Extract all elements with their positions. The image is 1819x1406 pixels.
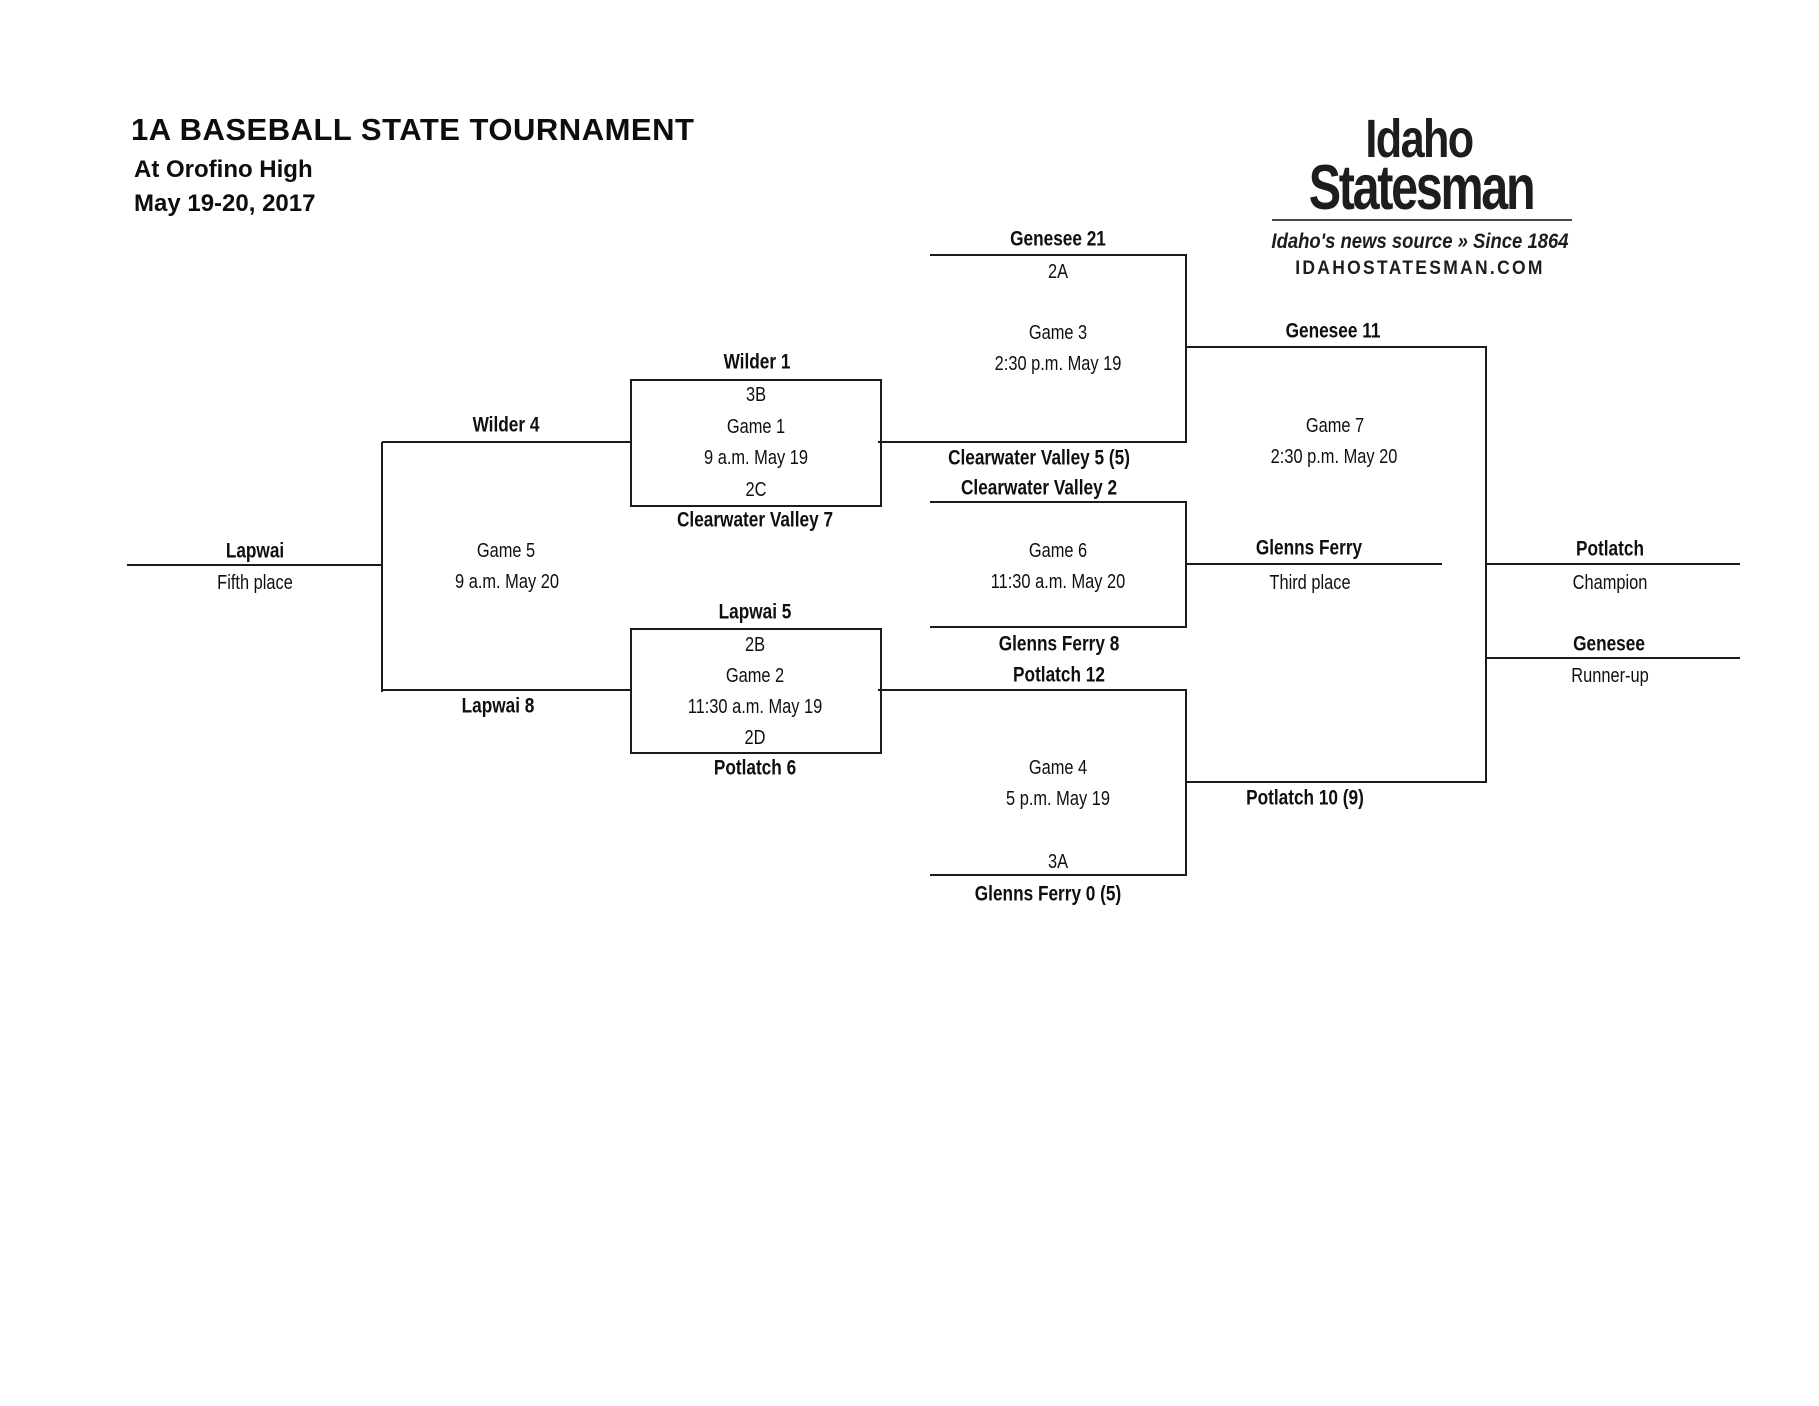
game2-time-label: 11:30 a.m. May 19: [687, 696, 823, 718]
game3-time-label: 2:30 p.m. May 19: [994, 353, 1122, 375]
game3-winner-label: Genesee 11: [1285, 319, 1381, 343]
game5-top-line: [382, 441, 632, 443]
fifth-place-label: Fifth place: [217, 572, 293, 594]
third-place-winner-label: Glenns Ferry: [1255, 536, 1363, 560]
runner-up-team-label: Genesee: [1573, 632, 1645, 656]
page-dates: May 19-20, 2017: [134, 190, 316, 217]
game4-top-team-label: Potlatch 12: [1013, 663, 1105, 687]
game4-name-label: Game 4: [1028, 757, 1088, 779]
game4-winner-label: Potlatch 10 (9): [1246, 786, 1364, 810]
game3-bottom-line: [878, 441, 1187, 443]
page-title: 1A BASEBALL STATE TOURNAMENT: [131, 112, 695, 147]
game4-bottom-seed-label: 3A: [1047, 851, 1069, 873]
game3-top-line: [930, 254, 1187, 256]
game4-top-line: [878, 689, 1187, 691]
champion-team-label: Potlatch: [1576, 537, 1644, 561]
game1-top-seed-label: 3B: [745, 384, 767, 406]
game2-top-seed-label: 2B: [744, 634, 766, 656]
game1-bottom-team-label: Clearwater Valley 7: [676, 508, 834, 532]
game5-time-label: 9 a.m. May 20: [455, 571, 559, 593]
logo-idaho-wordmark: Idaho: [1365, 109, 1474, 169]
game3-bottom-team-label: Clearwater Valley 5 (5): [948, 446, 1130, 470]
game2-name-label: Game 2: [725, 665, 785, 687]
game6-time-label: 11:30 a.m. May 20: [990, 571, 1126, 593]
champion-line: [1485, 563, 1740, 565]
logo-website: IDAHOSTATESMAN.COM: [1295, 258, 1545, 279]
game6-bottom-team-label: Glenns Ferry 8: [998, 632, 1120, 656]
logo-tagline: Idaho's news source » Since 1864: [1271, 230, 1569, 253]
game5-bracket-vertical: [381, 442, 383, 692]
fifth-place-winner-label: Lapwai: [225, 539, 285, 563]
game4-bottom-team-label: Glenns Ferry 0 (5): [974, 882, 1122, 906]
game4-bottom-line: [930, 874, 1187, 876]
champion-label: Champion: [1572, 572, 1648, 594]
game6-name-label: Game 6: [1028, 540, 1088, 562]
game3-winner-line: [1185, 346, 1485, 348]
game5-top-team-label: Wilder 4: [472, 413, 540, 437]
game1-bottom-seed-label: 2C: [745, 479, 767, 501]
game6-top-line: [930, 501, 1187, 503]
game2-bottom-seed-label: 2D: [744, 727, 766, 749]
game1-top-team-label: Wilder 1: [723, 350, 791, 374]
game2-bottom-team-label: Potlatch 6: [713, 756, 797, 780]
game6-top-team-label: Clearwater Valley 2: [960, 476, 1118, 500]
runner-up-line: [1485, 657, 1740, 659]
game2-top-team-label: Lapwai 5: [718, 600, 792, 624]
third-place-label: Third place: [1269, 572, 1351, 594]
page-venue: At Orofino High: [134, 156, 313, 183]
game4-winner-line: [1185, 781, 1485, 783]
game3-top-seed-label: 2A: [1047, 261, 1069, 283]
game5-name-label: Game 5: [476, 540, 536, 562]
game3-name-label: Game 3: [1028, 322, 1088, 344]
game7-name-label: Game 7: [1305, 415, 1365, 437]
game5-bottom-team-label: Lapwai 8: [461, 694, 535, 718]
game2-box: [630, 628, 882, 754]
game4-time-label: 5 p.m. May 19: [1006, 788, 1110, 810]
game1-box: [630, 379, 882, 507]
logo-divider-line: [1272, 219, 1572, 221]
game6-bottom-line: [930, 626, 1187, 628]
runner-up-label: Runner-up: [1571, 665, 1649, 687]
game1-name-label: Game 1: [726, 416, 786, 438]
game5-bottom-line: [382, 689, 632, 691]
game3-vertical: [1185, 254, 1187, 443]
logo-statesman-wordmark: Statesman: [1308, 153, 1536, 223]
third-place-line: [1185, 563, 1442, 565]
game1-time-label: 9 a.m. May 19: [704, 447, 808, 469]
fifth-place-line: [127, 564, 382, 566]
game7-time-label: 2:30 p.m. May 20: [1270, 446, 1398, 468]
game3-top-team-label: Genesee 21: [1010, 227, 1106, 251]
